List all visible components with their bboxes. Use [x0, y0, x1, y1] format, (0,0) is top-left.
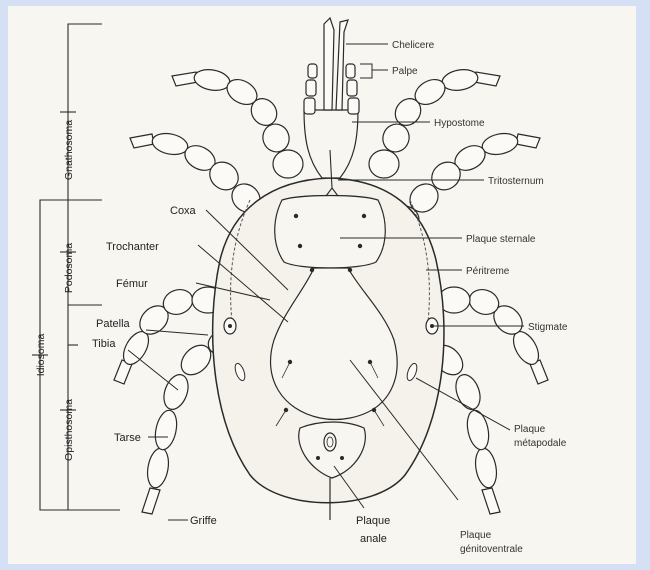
label-tritosternum: Tritosternum — [488, 176, 544, 187]
label-plaque-sternale: Plaque sternale — [466, 234, 536, 245]
chelicerae — [324, 18, 348, 110]
label-hypostome: Hypostome — [434, 118, 485, 129]
label-femur: Fémur — [116, 278, 148, 290]
region-label-podosoma: Podosoma — [63, 243, 75, 293]
label-peritreme: Péritreme — [466, 266, 510, 277]
label-coxa: Coxa — [170, 205, 197, 217]
label-tibia: Tibia — [92, 338, 116, 350]
label-plaque-genitoventrale-2: génitoventrale — [460, 544, 523, 555]
region-label-gnathosoma: Gnathosoma — [63, 120, 75, 180]
label-trochanter: Trochanter — [106, 241, 159, 253]
region-label-idiosoma: Idiosoma — [35, 334, 47, 377]
sternal-plate — [275, 196, 386, 269]
region-brackets — [32, 24, 120, 510]
label-chelicere: Chelicere — [392, 40, 435, 51]
stigma-left — [224, 318, 236, 334]
label-griffe: Griffe — [190, 515, 217, 527]
label-plaque-metapodale-1: Plaque — [514, 424, 546, 435]
palp-right — [346, 64, 359, 114]
label-stigmate: Stigmate — [528, 322, 568, 333]
label-plaque-metapodale-2: métapodale — [514, 438, 567, 449]
label-palpe: Palpe — [392, 66, 418, 77]
label-plaque-anale-1: Plaque — [356, 515, 390, 527]
label-plaque-anale-2: anale — [360, 533, 387, 545]
label-plaque-genitoventrale-1: Plaque — [460, 530, 492, 541]
region-label-opisthosoma: Opisthosoma — [63, 399, 75, 461]
palp-left — [304, 64, 317, 114]
label-patella: Patella — [96, 318, 131, 330]
label-tarse: Tarse — [114, 432, 141, 444]
